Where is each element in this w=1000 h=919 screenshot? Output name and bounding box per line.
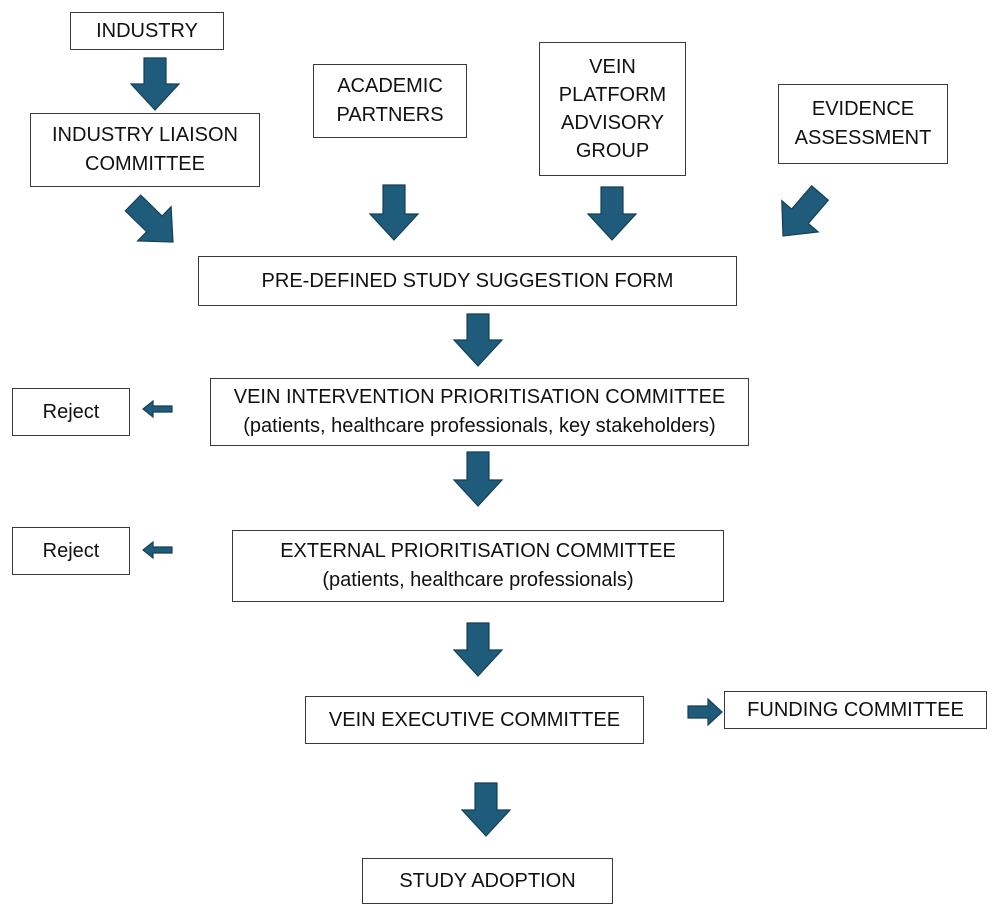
arrow-liaison-to-form — [124, 194, 174, 243]
epc-line-1: EXTERNAL PRIORITISATION COMMITTEE — [280, 540, 676, 562]
academic-partners-line-2: PARTNERS — [336, 104, 444, 126]
evidence-assessment-box: EVIDENCE ASSESSMENT — [778, 84, 948, 164]
study-suggestion-form-box: PRE-DEFINED STUDY SUGGESTION FORM — [198, 256, 737, 306]
arrow-academic-to-form — [368, 184, 420, 241]
arrow-epc-to-executive — [452, 622, 504, 677]
adoption-label: STUDY ADOPTION — [399, 869, 576, 892]
arrow-executive-to-funding — [687, 697, 723, 727]
industry-liaison-line-1: INDUSTRY LIAISON — [52, 124, 238, 146]
industry-box: INDUSTRY — [70, 12, 224, 50]
arrow-vipc-to-epc — [452, 451, 504, 507]
arrow-advisory-to-form — [586, 186, 638, 241]
form-label: PRE-DEFINED STUDY SUGGESTION FORM — [261, 269, 674, 292]
vein-executive-committee-box: VEIN EXECUTIVE COMMITTEE — [305, 696, 644, 744]
advisory-line-4: GROUP — [575, 140, 650, 162]
evidence-line-2: ASSESSMENT — [794, 127, 932, 149]
external-prioritisation-committee-box: EXTERNAL PRIORITISATION COMMITTEE (patie… — [232, 530, 724, 602]
arrow-epc-to-reject — [142, 540, 173, 560]
vipc-line-2: (patients, healthcare professionals, key… — [243, 415, 716, 437]
vein-intervention-prioritisation-committee-box: VEIN INTERVENTION PRIORITISATION COMMITT… — [210, 378, 749, 446]
vipc-line-1: VEIN INTERVENTION PRIORITISATION COMMITT… — [233, 386, 726, 408]
study-adoption-box: STUDY ADOPTION — [362, 858, 613, 904]
industry-label: INDUSTRY — [96, 19, 198, 42]
funding-label: FUNDING COMMITTEE — [747, 698, 964, 721]
advisory-line-1: VEIN — [589, 56, 636, 78]
arrow-vipc-to-reject — [142, 399, 173, 419]
industry-liaison-line-2: COMMITTEE — [85, 153, 205, 175]
arrow-industry-to-liaison — [129, 57, 181, 111]
vein-platform-advisory-group-box: VEIN PLATFORM ADVISORY GROUP — [539, 42, 686, 176]
reject-box-1: Reject — [12, 388, 130, 436]
reject-label-2: Reject — [42, 539, 100, 562]
industry-liaison-committee-box: INDUSTRY LIAISON COMMITTEE — [30, 113, 260, 187]
advisory-line-2: PLATFORM — [558, 84, 667, 106]
arrow-form-to-vipc — [452, 313, 504, 367]
academic-partners-box: ACADEMIC PARTNERS — [313, 64, 467, 138]
arrow-evidence-to-form — [781, 184, 830, 237]
advisory-line-3: ADVISORY — [561, 112, 664, 134]
arrow-executive-to-adoption — [460, 782, 512, 837]
executive-label: VEIN EXECUTIVE COMMITTEE — [328, 708, 621, 731]
academic-partners-line-1: ACADEMIC — [337, 75, 443, 97]
funding-committee-box: FUNDING COMMITTEE — [724, 691, 987, 729]
epc-line-2: (patients, healthcare professionals) — [322, 569, 634, 591]
reject-label-1: Reject — [42, 400, 100, 423]
evidence-line-1: EVIDENCE — [811, 98, 915, 120]
reject-box-2: Reject — [12, 527, 130, 575]
